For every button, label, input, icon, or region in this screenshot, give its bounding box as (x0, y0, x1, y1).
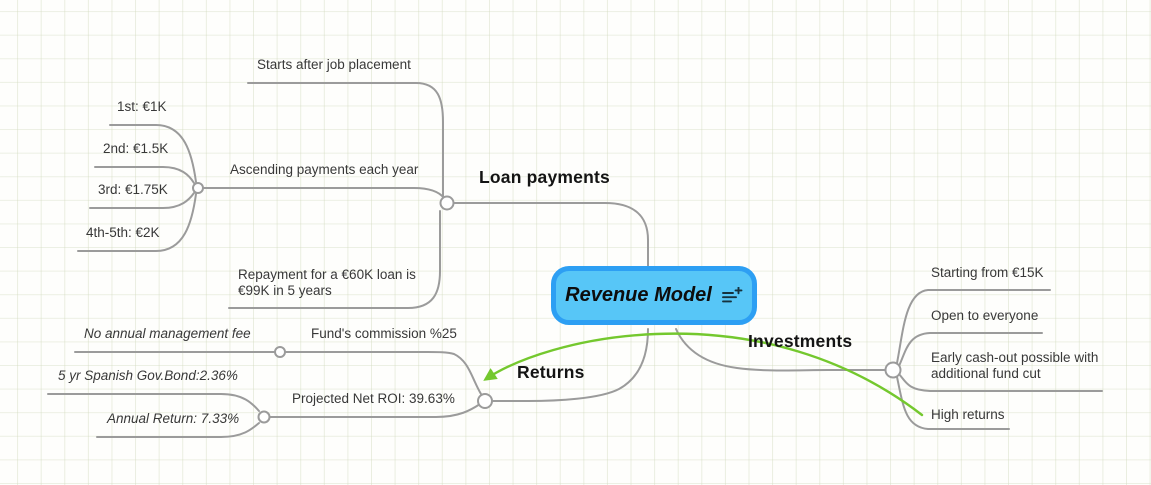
node-early-cash-out[interactable]: Early cash-out possible with additional … (931, 350, 1099, 381)
topic-loan-payments[interactable]: Loan payments (479, 167, 610, 187)
branch-line-early-cashout (898, 373, 1103, 392)
branch-line-annual-return (96, 422, 260, 438)
node-spanish-gov-bond[interactable]: 5 yr Spanish Gov.Bond:2.36% (58, 368, 238, 383)
root-node-label: Revenue Model (565, 284, 712, 306)
node-no-annual-fee[interactable]: No annual management fee (84, 326, 251, 341)
branch-line-gov-bond (47, 393, 260, 412)
handle-returns[interactable] (477, 393, 493, 409)
handle-commission-child[interactable] (274, 346, 286, 358)
branch-line-repayment (228, 210, 441, 309)
branch-line-ascending (203, 187, 445, 199)
branch-line-year45 (77, 193, 197, 252)
branch-line-year1 (109, 124, 197, 183)
handle-roi-children[interactable] (257, 410, 271, 424)
handle-investments[interactable] (884, 361, 902, 379)
topic-returns[interactable]: Returns (517, 362, 585, 382)
branch-line-loan-payments (452, 202, 649, 267)
node-annual-return[interactable]: Annual Return: 7.33% (107, 411, 240, 426)
node-year-3[interactable]: 3rd: €1.75K (98, 182, 168, 197)
branch-line-high-returns (896, 376, 1010, 430)
node-high-returns[interactable]: High returns (931, 407, 1005, 422)
note-add-icon[interactable] (721, 287, 743, 304)
node-ascending-payments[interactable]: Ascending payments each year (230, 162, 419, 177)
node-repayment[interactable]: Repayment for a €60K loan is €99K in 5 y… (238, 267, 416, 298)
node-open-to-everyone[interactable]: Open to everyone (931, 308, 1039, 323)
branch-line-year2 (94, 166, 195, 184)
branch-line-starts-after (247, 82, 444, 197)
node-year-2[interactable]: 2nd: €1.5K (103, 141, 169, 156)
handle-ascending-children[interactable] (192, 182, 204, 194)
branch-line-open-everyone (898, 332, 1043, 367)
branch-line-starting-15k (896, 289, 1051, 364)
node-starts-after-job-placement[interactable]: Starts after job placement (257, 57, 411, 72)
node-projected-net-roi[interactable]: Projected Net ROI: 39.63% (292, 391, 455, 406)
branch-line-investments (675, 328, 888, 372)
branch-line-returns (492, 328, 649, 402)
branch-line-commission (74, 351, 482, 395)
node-starting-from-15k[interactable]: Starting from €15K (931, 265, 1044, 280)
node-year-1[interactable]: 1st: €1K (117, 99, 167, 114)
root-node-revenue-model[interactable]: Revenue Model (551, 266, 757, 325)
branch-line-year3 (89, 192, 195, 209)
node-year-4-5[interactable]: 4th-5th: €2K (86, 225, 160, 240)
topic-investments[interactable]: Investments (748, 331, 853, 351)
relation-arrow-high-returns-to-returns[interactable] (483, 332, 924, 417)
branch-line-roi (263, 403, 481, 418)
node-funds-commission[interactable]: Fund's commission %25 (311, 326, 457, 341)
handle-loan-payments[interactable] (439, 195, 455, 211)
